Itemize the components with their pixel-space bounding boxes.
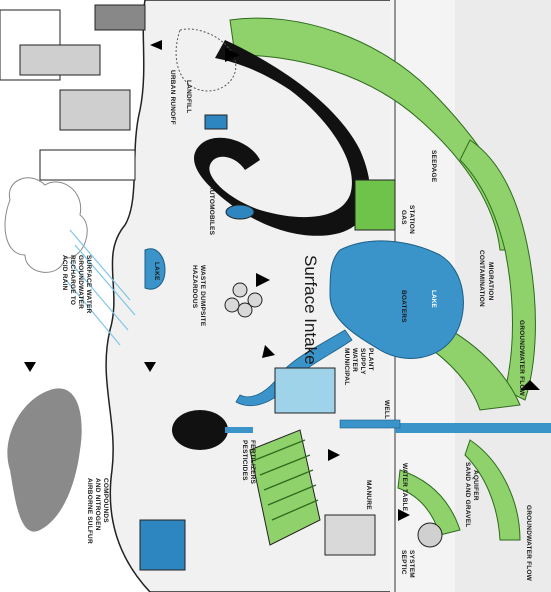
label-groundwater-flow-bottom: GROUNDWATER FLOW [525, 505, 532, 582]
label-contamination: CONTAMINATION [478, 250, 485, 307]
gas-station [355, 180, 395, 230]
label-acid-rain: ACID RAIN [61, 255, 68, 290]
label-water: WATER [351, 348, 358, 372]
water-plant [275, 368, 335, 413]
label-groundwater-flow-top: GROUNDWATER FLOW [518, 320, 525, 397]
car [226, 205, 254, 219]
label-hazardous: HAZARDOUS [191, 265, 198, 309]
label-and-nitrogen: AND NITROGEN [94, 478, 101, 531]
label-supply: SUPPLY [359, 348, 366, 375]
label-sand-gravel: SAND AND GRAVEL [464, 462, 471, 527]
label-landfill: LANDFILL [185, 80, 192, 113]
label-surface-intake: Surface Intake [301, 255, 320, 365]
landfill-truck [205, 115, 227, 129]
well-pipe [340, 420, 400, 428]
label-plant: PLANT [367, 348, 374, 371]
label-system: SYSTEM [408, 550, 415, 578]
label-well: WELL [383, 400, 390, 419]
label-migration: MIGRATION [487, 262, 494, 301]
label-waste-dumpsite: WASTE DUMPSITE [199, 265, 206, 327]
label-municipal: MUNICIPAL [343, 348, 350, 385]
label-water-table: WATER TABLE [401, 463, 408, 512]
label-fertilizers: FERTILIZERS [249, 440, 256, 485]
water-tower-pipe [225, 427, 253, 433]
label-seepage: SEEPAGE [430, 150, 437, 183]
label-pesticides: PESTICIDES [241, 440, 248, 481]
label-recharge: RECHARGE TO [69, 255, 76, 305]
label-small-lake: LAKE [153, 262, 160, 281]
label-boaters: BOATERS [400, 290, 407, 323]
label-urban-runoff: URBAN RUNOFF [169, 70, 176, 125]
label-station: STATION [408, 205, 415, 234]
label-airborne: AIRBORNE SULFUR [86, 478, 93, 544]
label-surface-water: SURFACE WATER [85, 255, 92, 314]
septic-tank [418, 523, 442, 547]
barn [325, 515, 375, 555]
label-groundwater: GROUNDWATER [77, 255, 84, 309]
label-automobiles: AUTOMOBILES [208, 185, 215, 236]
water-tower [172, 410, 228, 450]
factory [140, 520, 185, 570]
label-aquifer: AQUIFER [472, 470, 479, 501]
label-septic: SEPTIC [400, 550, 407, 575]
label-compounds: COMPOUNDS [102, 478, 109, 523]
water-table-line [395, 423, 551, 433]
label-manure: MANURE [365, 480, 372, 510]
label-lake: LAKE [430, 290, 437, 308]
label-gas: GAS [400, 210, 407, 225]
